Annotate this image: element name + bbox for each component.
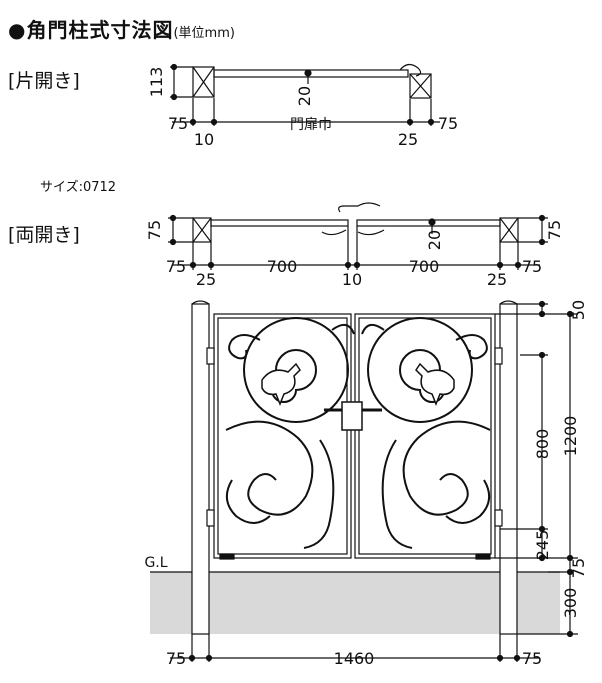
hinge-bottom-left [206,509,215,527]
size-label: サイズ:0712 [40,180,117,195]
double-post-left-label: 75 [145,220,164,240]
single-swing-label: [片開き] [8,70,80,92]
double-right-post [499,217,519,243]
double-clear-right-label: 25 [487,270,507,289]
double-post-right-bottom-label: 75 [522,257,542,276]
top-gap-label: 50 [569,300,588,320]
single-post-left-label: 75 [168,114,188,133]
ground-fill [150,572,560,634]
double-leaf-left-label: 700 [267,257,298,276]
single-door-width-label: 門扉巾 [290,117,332,133]
left-post [191,303,210,635]
right-gate-leaf [354,313,496,559]
single-clear-left-label: 10 [194,130,214,149]
lock-body [341,401,363,431]
elevation [150,300,578,662]
title-text: ●角門柱式寸法図 [8,18,174,42]
elevation-post-right-label: 75 [522,649,542,668]
single-gap-label: 20 [295,86,314,106]
total-height-label: 1200 [561,416,580,457]
unit-label: (単位mm) [173,26,235,41]
double-swing-label: [両開き] [8,224,80,246]
bottom-height-label: 245 [533,530,552,561]
hinge-bottom-right [494,509,503,527]
left-gate-leaf [213,313,352,559]
double-leaf-right-label: 700 [409,257,440,276]
ground-level-label: G.L [144,555,167,571]
single-left-post [192,66,215,98]
single-plan [170,63,440,126]
hinge-top-right [494,347,503,365]
double-left-post [192,217,212,243]
lock-height-label: 800 [533,429,552,460]
double-clear-left-label: 25 [196,270,216,289]
single-post-height-label: 113 [147,67,166,98]
single-latch-icon [399,63,422,77]
double-center-label: 10 [342,270,362,289]
hinge-top-left [206,347,215,365]
single-gate-leaf [213,69,409,78]
double-handle-top-icon [338,202,381,213]
double-gap-label: 20 [425,230,444,250]
embed-depth-label: 300 [561,588,580,619]
double-handle-bottom-icon [321,229,385,236]
ground-gap-label: 75 [569,558,588,578]
elevation-post-left-label: 75 [166,649,186,668]
double-post-left-bottom-label: 75 [166,257,186,276]
single-clear-right-label: 25 [398,130,418,149]
double-right-leaf [356,219,501,227]
double-left-leaf [210,219,349,227]
double-post-right-label: 75 [545,220,564,240]
right-post [499,303,518,635]
total-width-label: 1460 [334,649,375,668]
right-horse-icon [415,362,455,407]
single-post-right-label: 75 [438,114,458,133]
left-scroll-ornament [225,317,355,549]
double-plan [168,202,548,270]
right-scroll-ornament [361,317,491,549]
left-horse-icon [261,362,301,407]
page-title: ●角門柱式寸法図(単位mm) [8,14,235,43]
